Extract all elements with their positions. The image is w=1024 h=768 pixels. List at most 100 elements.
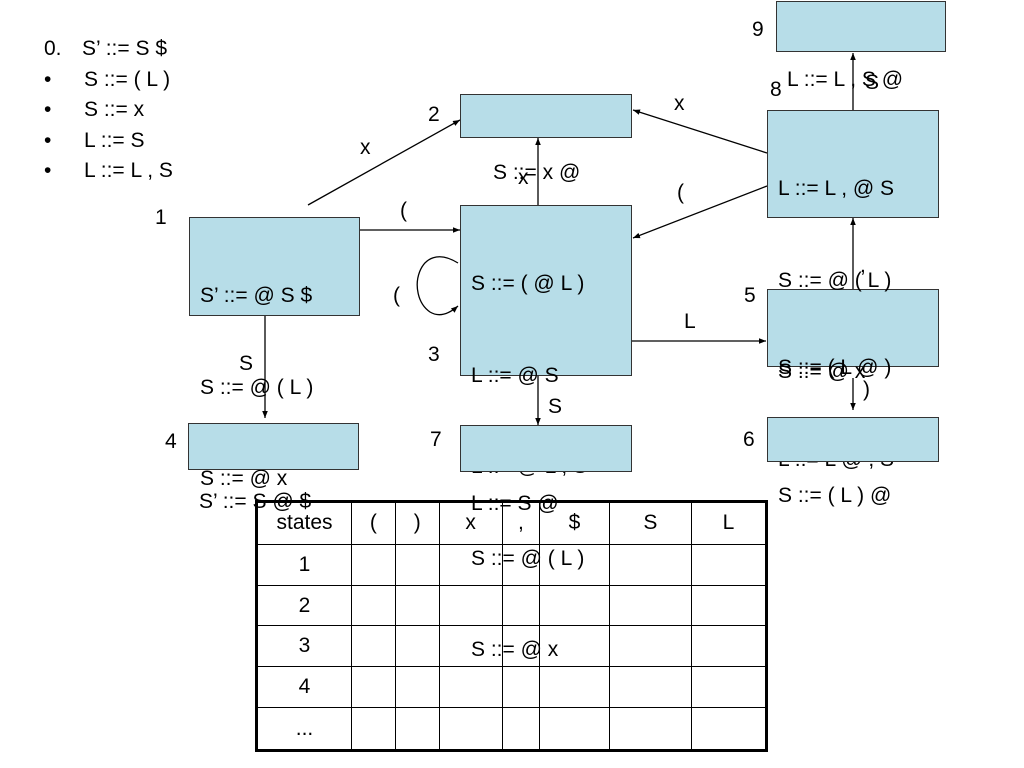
- column-header: (: [351, 501, 396, 545]
- bullet-icon: •: [44, 159, 52, 182]
- row-header: ...: [256, 707, 352, 751]
- table-row: 1: [256, 543, 768, 586]
- grammar-rule: • L ::= S: [44, 126, 145, 157]
- row-header: 3: [256, 625, 352, 668]
- table-cell: [539, 707, 610, 751]
- state-number: 9: [752, 18, 764, 41]
- table-cell: [351, 584, 396, 627]
- column-header: $: [539, 501, 610, 545]
- table-cell: [608, 543, 692, 586]
- grammar-rule: • S ::= x: [44, 95, 144, 126]
- grammar-rule: • L ::= L , S: [44, 156, 173, 187]
- rule-text: L ::= S: [84, 128, 145, 152]
- lr-item: S ::= ( @ L ): [471, 272, 585, 295]
- edge-label-l: L: [684, 310, 696, 333]
- state-2-box: S ::= x @: [460, 94, 632, 184]
- lr-item: S ::= @ x: [200, 467, 288, 490]
- state-number: 7: [430, 428, 442, 451]
- state-6-box: S ::= ( L ) @: [767, 417, 939, 507]
- table-cell: [690, 707, 768, 751]
- grammar-rule: • S ::= ( L ): [44, 65, 170, 96]
- row-header: 2: [256, 584, 352, 627]
- table-cell: [539, 543, 610, 586]
- bullet-icon: •: [44, 67, 52, 91]
- lr-item: L ::= @ S: [471, 363, 559, 387]
- table-cell: [608, 584, 692, 627]
- edge-1-2: [307, 119, 461, 206]
- lr-item: S ::= ( L @ ): [778, 356, 892, 379]
- table-cell: [394, 584, 440, 627]
- table-cell: [351, 543, 396, 586]
- state-number: 2: [428, 103, 440, 126]
- table-cell: [438, 707, 503, 751]
- rule-text: S ::= ( L ): [84, 67, 171, 91]
- row-header: 4: [256, 666, 352, 709]
- state-number: 4: [165, 430, 177, 453]
- lr-item: S’ ::= @ S $: [200, 284, 313, 307]
- table-cell: [608, 707, 692, 751]
- edge-label-comma: ,: [860, 254, 866, 277]
- table-cell: [351, 625, 396, 668]
- row-header: 1: [256, 543, 352, 586]
- edge-label-lparen: (: [393, 284, 400, 307]
- bullet-icon: •: [44, 128, 52, 152]
- lr-item: S ::= @ ( L ): [200, 375, 314, 399]
- column-header: states: [256, 501, 352, 545]
- state-3-box: S ::= ( @ L ) L ::= @ S L ::= @ L , S S …: [460, 205, 632, 661]
- table-cell: [690, 543, 768, 586]
- table-cell: [438, 584, 503, 627]
- grammar-rules: 0. S’ ::= S $ • S ::= ( L ) • S ::= x • …: [44, 34, 173, 187]
- state-number: 8: [770, 78, 782, 101]
- table-cell: [438, 666, 503, 709]
- table-cell: [438, 543, 503, 586]
- edge-8-2: [632, 109, 768, 154]
- column-header: L: [690, 501, 768, 545]
- edge-label-lparen: (: [677, 181, 684, 204]
- table-row: 3: [256, 625, 768, 668]
- state-7-box: L ::= S @: [460, 425, 632, 515]
- lr-item: S ::= @ ( L ): [778, 268, 892, 292]
- state-9-box: L ::= L , S @: [776, 1, 946, 91]
- table-cell: [501, 666, 541, 709]
- table-cell: [501, 625, 541, 668]
- lr-item: S ::= @ x: [778, 360, 866, 383]
- state-8-box: L ::= L , @ S S ::= @ ( L ) S ::= @ x: [767, 110, 939, 383]
- lr-item: L ::= L , @ S: [778, 177, 895, 200]
- table-cell: [501, 584, 541, 627]
- table-row: 4: [256, 666, 768, 709]
- table-cell: [394, 666, 440, 709]
- rule-text: S ::= x: [84, 98, 145, 121]
- edge-8-3: [632, 185, 768, 239]
- table-row: 2: [256, 584, 768, 627]
- edge-3-3-loop: [416, 256, 459, 316]
- edge-label-s: S: [548, 395, 563, 418]
- table-cell: [394, 707, 440, 751]
- table-cell: [394, 625, 440, 668]
- edge-label-s: S: [865, 71, 880, 94]
- rule-text: L ::= L , S: [84, 159, 173, 182]
- state-4-box: S’ ::= S @ $: [188, 423, 359, 513]
- edge-label-x: x: [518, 166, 529, 189]
- table-cell: [539, 584, 610, 627]
- table-cell: [394, 543, 440, 586]
- table-cell: [351, 666, 396, 709]
- edge-label-lparen: (: [400, 199, 407, 222]
- lr-item: L ::= L , S @: [787, 68, 904, 91]
- table-cell: [501, 707, 541, 751]
- table-cell: [608, 666, 692, 709]
- edge-label-s: S: [239, 352, 254, 375]
- table-cell: [539, 666, 610, 709]
- column-header: x: [438, 501, 503, 545]
- state-number: 3: [428, 343, 440, 366]
- table-header-row: states ( ) x , $ S L: [256, 501, 768, 545]
- table-cell: [690, 625, 768, 668]
- table-row: ...: [256, 707, 768, 751]
- rule-number: 0.: [44, 37, 62, 60]
- state-number: 6: [743, 428, 755, 451]
- edge-label-x: x: [674, 92, 685, 115]
- rule-text: S’ ::= S $: [82, 37, 168, 60]
- table-cell: [501, 543, 541, 586]
- table-cell: [351, 707, 396, 751]
- grammar-rule: 0. S’ ::= S $: [44, 34, 167, 65]
